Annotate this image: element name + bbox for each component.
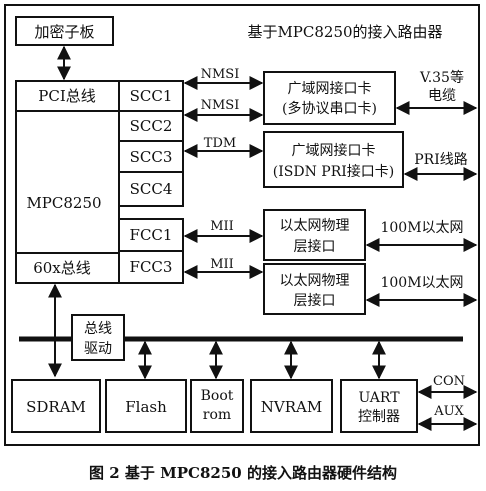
fcc3-label: FCC3	[130, 258, 173, 276]
scc1-label: SCC1	[130, 87, 173, 105]
encryption-board-box	[15, 16, 114, 46]
v35-line1: V.35等	[419, 69, 464, 86]
eth-phy-1-line2: 层接口	[294, 238, 336, 255]
nvram-box	[250, 379, 333, 433]
bus-driver-line2: 驱动	[84, 341, 112, 357]
tdm-label: TDM	[204, 136, 236, 151]
encryption-board-label: 加密子板	[34, 23, 94, 41]
scc3-label: SCC3	[130, 148, 173, 166]
bootrom-box	[190, 379, 244, 433]
nmsi-2-label: NMSI	[201, 98, 240, 113]
cpu-label: MPC8250	[26, 194, 101, 212]
eth-phy-1-line1: 以太网物理	[280, 218, 350, 234]
v35-line2: 电缆	[428, 88, 456, 104]
con-label: CON	[433, 374, 465, 389]
eth-phy-2-line1: 以太网物理	[280, 273, 350, 289]
eth-phy-1-box	[263, 209, 366, 261]
wan-card-2-box	[263, 131, 404, 188]
uart-line2: 控制器	[358, 409, 400, 425]
cpu-box	[15, 80, 120, 284]
flash-box	[105, 379, 187, 433]
eth-100m-2-label: 100M以太网	[380, 275, 463, 291]
wan-card-1-line1: 广域网接口卡	[288, 80, 372, 97]
wan-card-2-line2: (ISDN PRI接口卡)	[273, 163, 394, 180]
bus-driver-line1: 总线	[84, 321, 112, 337]
bus-driver-box	[71, 314, 125, 361]
wan-card-1-box	[263, 71, 396, 125]
uart-box	[340, 379, 418, 433]
figure-caption: 图 2 基于 MPC8250 的接入路由器硬件结构	[89, 464, 397, 482]
mii-1-label: MII	[210, 219, 234, 234]
aux-label: AUX	[433, 404, 464, 419]
scc4-label: SCC4	[130, 180, 173, 198]
bootrom-line2: rom	[203, 407, 231, 423]
eth-phy-2-box	[263, 263, 366, 315]
mii-2-label: MII	[210, 257, 234, 272]
uart-line1: UART	[358, 390, 400, 406]
scc2-label: SCC2	[130, 117, 173, 135]
outer-title: 基于MPC8250的接入路由器	[247, 23, 442, 41]
wan-card-1-line2: (多协议串口卡)	[282, 100, 377, 117]
sdram-label: SDRAM	[26, 398, 86, 416]
fcc1-box	[118, 218, 184, 252]
sdram-box	[11, 379, 101, 433]
nvram-label: NVRAM	[261, 398, 322, 416]
scc4-box	[118, 171, 184, 207]
pci-bus-label: PCI总线	[38, 87, 96, 105]
fcc3-box	[118, 250, 184, 284]
nmsi-1-label: NMSI	[201, 67, 240, 82]
bootrom-line1: Boot	[201, 388, 234, 404]
fcc1-label: FCC1	[130, 226, 173, 244]
eth-100m-1-label: 100M以太网	[380, 220, 463, 236]
bus60x-label: 60x总线	[33, 259, 91, 277]
flash-label: Flash	[125, 398, 167, 416]
eth-phy-2-line2: 层接口	[294, 292, 336, 309]
wan-card-2-line1: 广域网接口卡	[292, 142, 376, 159]
pri-label: PRI线路	[414, 152, 468, 168]
